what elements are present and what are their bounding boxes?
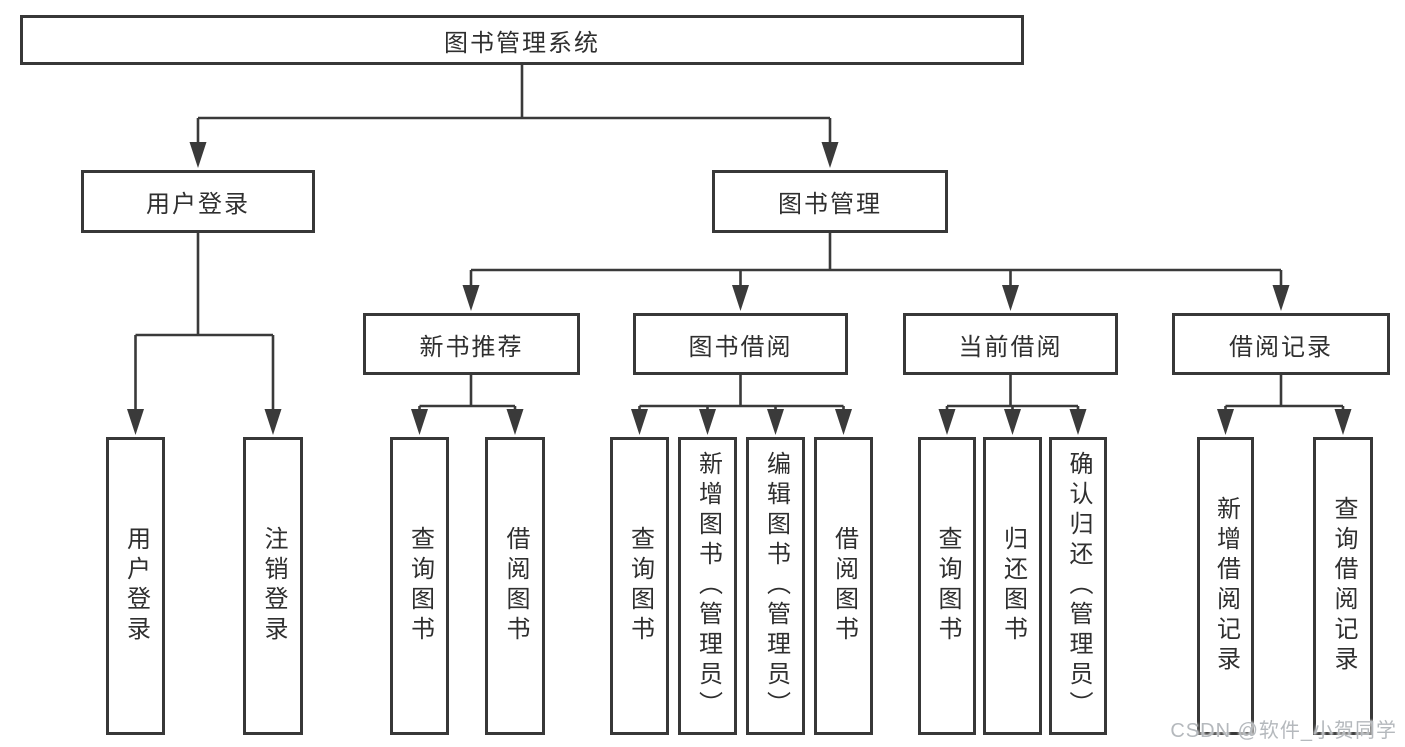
node-root-label: 图书管理系统 xyxy=(444,29,600,57)
leaf-current-query-books-label: 查询图书 xyxy=(934,526,961,646)
node-current-borrow-label: 当前借阅 xyxy=(958,333,1063,361)
leaf-current-query-books: 查询图书 xyxy=(918,437,976,735)
leaf-user-login: 用户登录 xyxy=(106,437,165,735)
leaf-add-borrow-record: 新增借阅记录 xyxy=(1197,437,1254,735)
node-new-book-recommend: 新书推荐 xyxy=(363,313,580,375)
leaf-confirm-return-admin: 确认归还（管理员） xyxy=(1049,437,1107,735)
node-new-book-recommend-label: 新书推荐 xyxy=(419,333,524,361)
leaf-edit-books-admin-label: 编辑图书（管理员） xyxy=(762,451,790,721)
leaf-add-books-admin: 新增图书（管理员） xyxy=(678,437,737,735)
leaf-query-borrow-record: 查询借阅记录 xyxy=(1313,437,1373,735)
leaf-confirm-return-admin-label: 确认归还（管理员） xyxy=(1065,451,1092,721)
node-book-borrow-label: 图书借阅 xyxy=(688,333,793,361)
node-user-login: 用户登录 xyxy=(81,170,315,233)
node-book-management: 图书管理 xyxy=(712,170,948,233)
leaf-recommend-borrow-books-label: 借阅图书 xyxy=(502,526,529,646)
node-current-borrow: 当前借阅 xyxy=(903,313,1118,375)
leaf-recommend-query-books-label: 查询图书 xyxy=(406,526,434,646)
leaf-user-login-label: 用户登录 xyxy=(122,526,150,646)
node-book-management-label: 图书管理 xyxy=(778,191,882,218)
leaf-logout: 注销登录 xyxy=(243,437,303,735)
leaf-borrow-query-books: 查询图书 xyxy=(610,437,669,735)
leaf-add-borrow-record-label: 新增借阅记录 xyxy=(1212,496,1240,676)
leaf-borrow-books: 借阅图书 xyxy=(814,437,873,735)
watermark: CSDN @软件_小贺同学 xyxy=(1170,720,1397,742)
node-borrow-records-label: 借阅记录 xyxy=(1229,333,1333,361)
node-borrow-records: 借阅记录 xyxy=(1172,313,1390,375)
leaf-borrow-query-books-label: 查询图书 xyxy=(626,526,654,646)
leaf-query-borrow-record-label: 查询借阅记录 xyxy=(1330,496,1357,676)
node-book-borrow: 图书借阅 xyxy=(633,313,848,375)
leaf-edit-books-admin: 编辑图书（管理员） xyxy=(746,437,805,735)
leaf-return-books: 归还图书 xyxy=(983,437,1042,735)
node-root: 图书管理系统 xyxy=(20,15,1024,65)
leaf-logout-label: 注销登录 xyxy=(260,526,287,646)
leaf-recommend-borrow-books: 借阅图书 xyxy=(485,437,545,735)
leaf-recommend-query-books: 查询图书 xyxy=(390,437,449,735)
node-user-login-label: 用户登录 xyxy=(146,191,250,218)
leaf-borrow-books-label: 借阅图书 xyxy=(830,526,858,646)
leaf-add-books-admin-label: 新增图书（管理员） xyxy=(694,451,722,721)
leaf-return-books-label: 归还图书 xyxy=(999,526,1027,646)
